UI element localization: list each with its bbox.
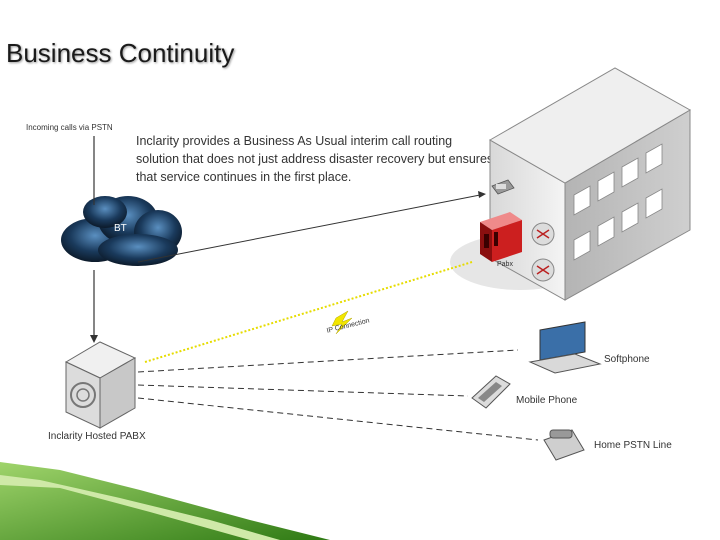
home-pstn-line-label: Home PSTN Line (594, 440, 672, 451)
home-line-link (137, 397, 539, 441)
slide-title: Business Continuity (6, 38, 235, 68)
incoming-calls-label: Incoming calls via PSTN (26, 123, 113, 132)
mobile-link (137, 384, 469, 397)
hosted-pabx-label: Inclarity Hosted PABX (48, 431, 146, 442)
ip-connection-line (144, 261, 473, 363)
softphone-link (137, 349, 519, 373)
decorative-grass-swoosh (0, 462, 330, 540)
home-phone-icon (543, 429, 585, 461)
mobile-phone-label: Mobile Phone (516, 395, 578, 406)
office-building (450, 67, 692, 301)
pabx-small-label: Pabx (497, 261, 513, 268)
mobile-phone-icon (471, 375, 511, 409)
description-text: Inclarity provides a Business As Usual i… (136, 134, 494, 184)
desk-phone-icon (491, 179, 515, 195)
cloud-to-building-line (137, 194, 481, 263)
office-pabx-icon (480, 212, 555, 282)
bt-cloud-label: BT (114, 223, 127, 234)
bt-cloud-icon (61, 196, 182, 266)
hosted-pabx-icon (64, 341, 137, 429)
laptop-icon (528, 321, 602, 374)
lightning-bolt-icon (331, 310, 353, 335)
softphone-label: Softphone (604, 354, 650, 365)
